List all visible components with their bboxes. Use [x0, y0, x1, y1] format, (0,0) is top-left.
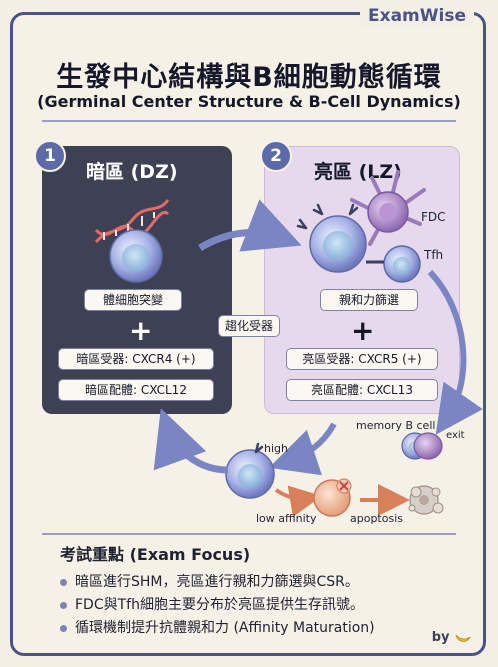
dark-zone-title: 暗區 (DZ) [86, 161, 178, 183]
return-to-dz-arrow [153, 408, 229, 474]
light-zone-receptor-label: 亮區受器: CXCR5 (+) [286, 348, 438, 370]
fdc-cell-icon [350, 170, 426, 246]
dark-zone-plus: + [129, 314, 153, 347]
apoptotic-cell-icon [408, 485, 444, 515]
page-subtitle: (Germinal Center Structure & B-Cell Dyna… [37, 92, 461, 111]
lz-to-selection-arrow [268, 422, 337, 476]
dark-zone-number-badge: 1 [34, 140, 66, 172]
dark-zone-receptor-label: 暗區受器: CXCR4 (+) [58, 348, 214, 370]
apoptosis-label: apoptosis [350, 512, 403, 525]
title-divider [42, 120, 456, 122]
bullet-icon [60, 601, 67, 609]
page-title: 生發中心結構與B細胞動態循環 [56, 62, 442, 93]
dark-zone-b-cell-icon [109, 229, 163, 283]
exam-focus-title: 考試重點 (Exam Focus) [60, 545, 251, 564]
memory-b-cell-icon [401, 432, 443, 460]
low-affinity-arrow [274, 485, 322, 518]
dark-zone-process-label: 體細胞突變 [84, 289, 182, 311]
exam-focus-item: 循環機制提升抗體親和力 (Affinity Maturation) [60, 617, 375, 637]
high-affinity-b-cell-icon [225, 442, 275, 499]
exit-arrow [427, 269, 483, 435]
chemokine-receptor-label: 趨化受器 [218, 315, 280, 337]
light-zone-b-cell-icon [296, 203, 367, 273]
bullet-icon [60, 624, 67, 632]
light-zone-process-label: 親和力篩選 [320, 289, 418, 311]
light-zone-ligand-label: 亮區配體: CXCL13 [286, 379, 438, 401]
low-affinity-cell-icon [313, 478, 352, 517]
tfh-cell-icon [366, 245, 421, 283]
light-zone-number-badge: 2 [260, 140, 292, 172]
byline: by [432, 630, 472, 645]
memory-b-cell-label: memory B cell [356, 419, 436, 432]
tfh-label: Tfh [424, 248, 444, 262]
dz-to-lz-arrow [198, 199, 302, 252]
exit-label: exit [446, 430, 465, 441]
low-affinity-label: low affinity [256, 512, 317, 525]
fdc-label: FDC [421, 210, 446, 224]
exam-focus-item: FDC與Tfh細胞主要分布於亮區提供生存訊號。 [60, 594, 364, 614]
brand-logo: ExamWise [360, 6, 474, 26]
exam-focus-item: 暗區進行SHM，亮區進行親和力篩選與CSR。 [60, 571, 359, 591]
exam-focus-divider [42, 533, 456, 535]
bullet-icon [60, 578, 67, 586]
banana-icon [455, 634, 471, 642]
light-zone-plus: + [351, 314, 375, 347]
light-zone-title: 亮區 (LZ) [314, 161, 402, 183]
high-affinity-label: high [264, 442, 288, 455]
exam-focus-section: 考試重點 (Exam Focus) 暗區進行SHM，亮區進行親和力篩選與CSR。… [42, 533, 456, 645]
dark-zone-ligand-label: 暗區配體: CXCL12 [58, 379, 214, 401]
